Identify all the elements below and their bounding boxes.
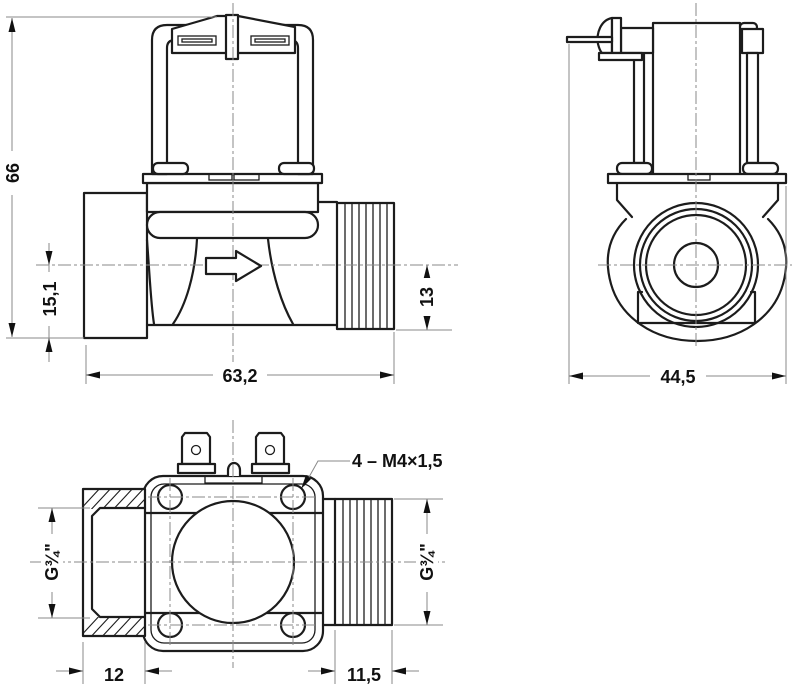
dim-arrow-down <box>45 251 53 265</box>
side-view: 66 15,1 63,2 13 <box>2 3 458 386</box>
dim-arrow-down <box>48 604 56 618</box>
side-body-curve-left <box>171 237 199 326</box>
dim-arrow-right <box>321 667 335 675</box>
side-cap-slot-right-inner <box>254 38 286 43</box>
side-bracket-foot-left <box>151 161 190 176</box>
side-inlet-hex <box>82 191 149 340</box>
dimension-thread-13: 13 <box>396 265 452 331</box>
dim-arrow-up <box>45 338 53 352</box>
dim-arrow-left <box>392 667 406 675</box>
front-bracket-strip-left <box>632 51 646 165</box>
dim-label-66: 66 <box>3 163 23 183</box>
hatch-band-top <box>84 490 145 509</box>
front-terminal-base <box>619 26 655 55</box>
front-terminal-flange <box>596 16 614 55</box>
front-flange <box>606 172 788 185</box>
terminal-hole-icon <box>264 444 276 456</box>
dimension-outlet-port: G¾" <box>394 498 443 626</box>
side-body-curve-right <box>266 237 295 326</box>
dim-arrow-left <box>569 372 583 380</box>
note-label-m4: 4 – M4×1,5 <box>352 451 443 471</box>
front-bracket-foot-right <box>741 161 780 176</box>
dim-arrow-up <box>423 265 431 279</box>
dimension-axis-15-1: 15,1 <box>39 243 60 362</box>
front-bracket-strip-right <box>745 51 760 165</box>
dim-arrow-up <box>48 508 56 522</box>
dimension-length-63-2: 63,2 <box>85 332 395 386</box>
front-flange-tab <box>687 173 711 181</box>
dimension-height-66: 66 <box>2 16 217 339</box>
front-bracket-foot-left <box>615 161 654 176</box>
dim-label-11-5: 11,5 <box>347 665 381 685</box>
top-spade-terminal-left <box>176 431 217 475</box>
dimension-outlet-thread-11-5: 11,5 <box>308 630 419 685</box>
front-bracket-block-right <box>740 27 765 55</box>
side-cap-slot-left-inner <box>181 38 213 43</box>
front-terminal-holder <box>610 16 623 55</box>
dimension-inlet-port: G¾" <box>38 507 90 619</box>
dim-arrow-down <box>423 611 431 625</box>
side-cap-slot-right <box>250 35 290 46</box>
side-bracket-foot-right <box>277 161 316 176</box>
side-body-curve-left-outer <box>145 238 156 326</box>
side-flange-notch-right <box>233 173 260 181</box>
dim-label-15-1: 15,1 <box>40 281 60 316</box>
top-center-tab <box>226 461 242 476</box>
side-thread-lines <box>344 203 388 329</box>
dim-arrow-right <box>69 667 83 675</box>
terminal-hole-icon <box>190 444 202 456</box>
flow-direction-arrow <box>204 249 263 283</box>
front-body-shoulder-left <box>615 181 634 219</box>
dimension-inlet-hex-12: 12 <box>56 642 172 685</box>
dim-arrow-down <box>423 316 431 330</box>
side-cap-slot-left <box>177 35 217 46</box>
front-body-shoulder-right <box>761 181 780 219</box>
front-spade-terminal <box>565 35 614 44</box>
dim-label-g34-right: G¾" <box>417 543 437 581</box>
dim-arrow-up <box>423 499 431 513</box>
dim-label-44-5: 44,5 <box>660 367 695 387</box>
leader-arrow <box>301 475 311 489</box>
front-view: 44,5 <box>565 3 792 387</box>
dim-arrow-up <box>8 18 16 32</box>
dim-label-13: 13 <box>417 287 437 307</box>
top-view: 4 – M4×1,5 G¾" G¾" <box>30 420 446 685</box>
dim-arrow-left <box>86 371 100 379</box>
top-spade-terminal-right <box>250 431 291 475</box>
side-flange-notch-left <box>208 173 233 181</box>
dim-arrow-left <box>145 667 159 675</box>
dim-label-g34-left: G¾" <box>42 543 62 581</box>
dim-label-63-2: 63,2 <box>222 366 257 386</box>
dim-label-12: 12 <box>104 665 124 685</box>
dimension-width-44-5: 44,5 <box>568 44 787 387</box>
note-mounting-holes: 4 – M4×1,5 <box>301 451 443 489</box>
front-bracket-bar-left <box>597 51 644 62</box>
dim-arrow-right <box>380 371 394 379</box>
side-coil-cap-tab <box>224 13 240 61</box>
dim-arrow-down <box>8 323 16 337</box>
dim-arrow-right <box>772 372 786 380</box>
